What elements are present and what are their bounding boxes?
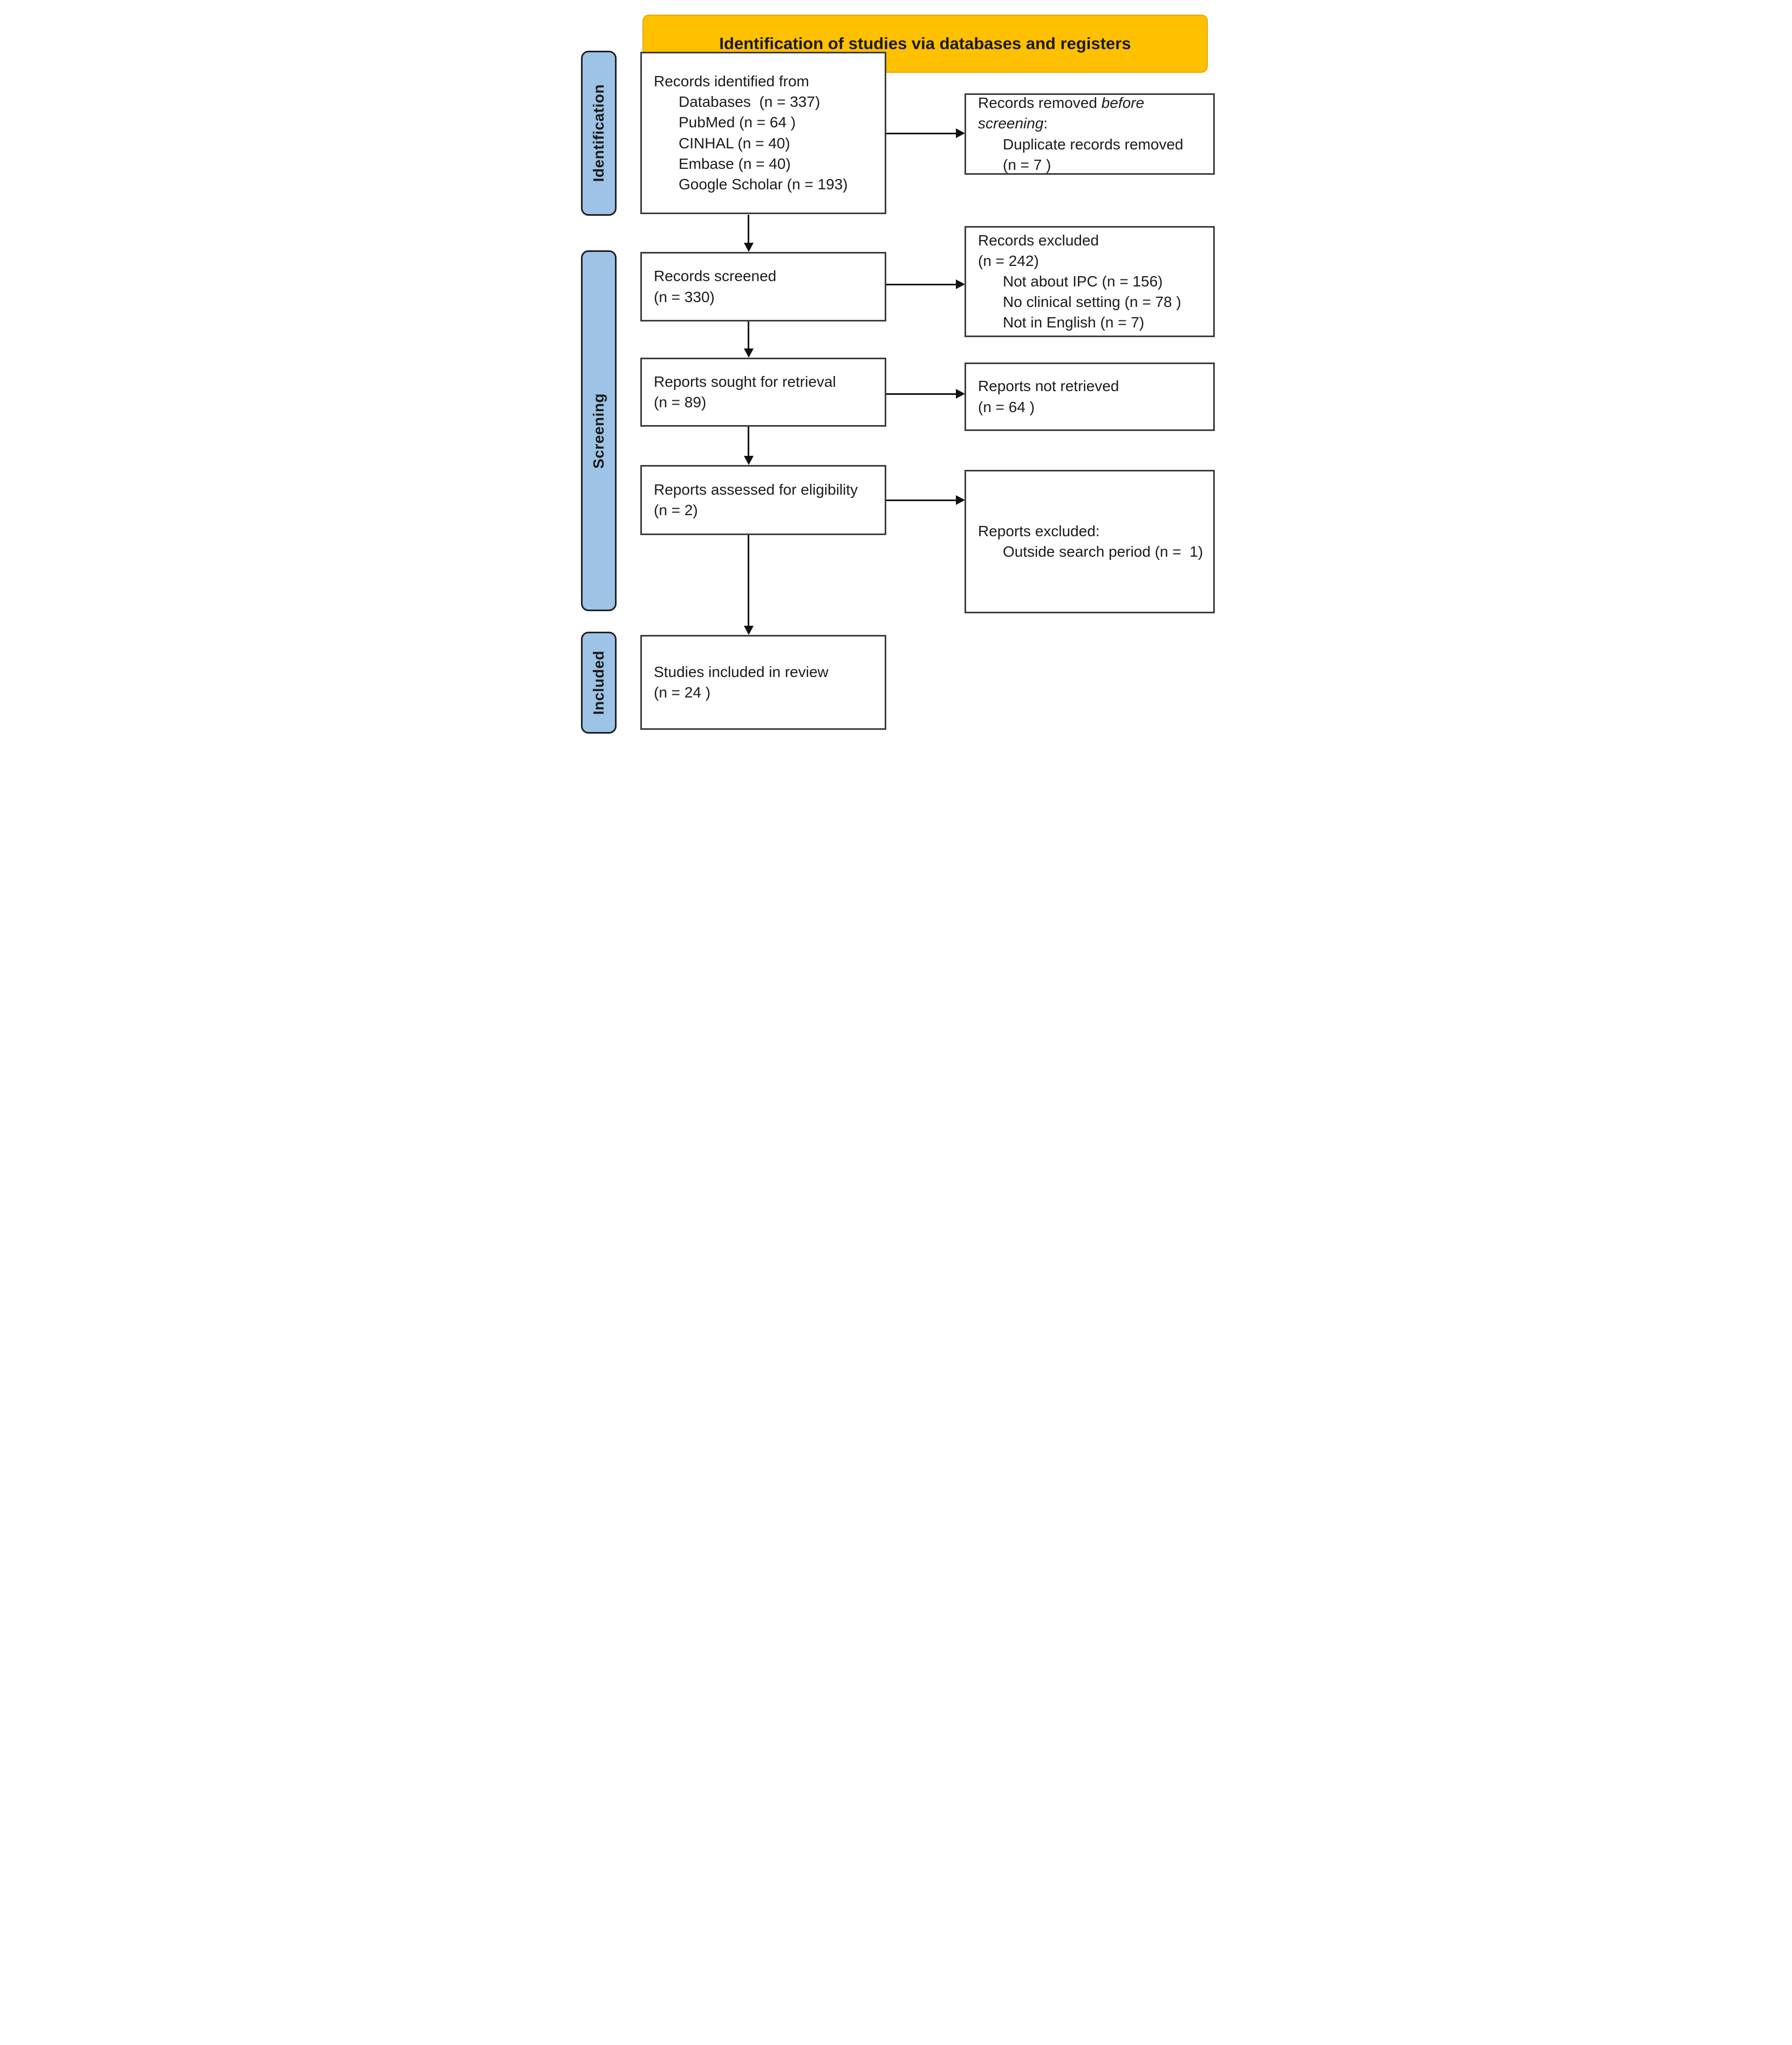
arrow-down-icon: [744, 626, 754, 635]
arrow-right-icon: [956, 389, 965, 399]
reports-not-retrieved-line: Reports not retrieved: [978, 378, 1119, 395]
records-identified-item: PubMed (n = 64 ): [679, 114, 796, 131]
records-identified-item: CINHAL (n = 40): [679, 134, 790, 152]
records-identified-heading: Records identified from: [654, 73, 809, 90]
arrow-screened-to-excluded-shaft: [886, 284, 956, 285]
records-removed-text: Records removed: [978, 94, 1102, 112]
reports-assessed-box: Reports assessed for eligibility (n = 2): [640, 465, 886, 535]
arrow-assessed-to-reports-excluded-shaft: [886, 500, 956, 501]
arrow-screened-to-sought-shaft: [748, 322, 749, 349]
studies-included-count: (n = 24 ): [654, 684, 711, 701]
arrow-right-icon: [956, 279, 965, 289]
records-removed-box: Records removed before screening: Duplic…: [965, 93, 1215, 175]
records-excluded-box: Records excluded (n = 242) Not about IPC…: [965, 226, 1215, 337]
records-removed-text: :: [1043, 115, 1048, 132]
arrow-identified-to-removed-shaft: [886, 133, 956, 134]
arrow-down-icon: [744, 456, 754, 465]
stage-label-identification: Identification: [581, 51, 617, 216]
records-identified-item: Google Scholar (n = 193): [679, 175, 848, 193]
stage-label-included: Included: [581, 632, 617, 734]
records-screened-count: (n = 330): [654, 288, 715, 305]
diagram-title: Identification of studies via databases …: [719, 34, 1131, 53]
records-removed-line1: Records removed before: [978, 94, 1207, 113]
arrow-down-icon: [744, 348, 754, 358]
stage-label-identification-text: Identification: [590, 84, 607, 182]
reports-excluded-item: Outside search period (n = 1): [1003, 543, 1203, 560]
studies-included-line: Studies included in review: [654, 663, 829, 680]
reports-not-retrieved-box: Reports not retrieved (n = 64 ): [965, 363, 1215, 431]
records-screened-line: Records screened: [654, 268, 777, 285]
records-identified-box: Records identified from Databases (n = 3…: [640, 52, 886, 214]
arrow-assessed-to-included-shaft: [748, 535, 749, 626]
records-removed-italic: before: [1101, 94, 1145, 112]
stage-label-screening: Screening: [581, 250, 617, 611]
records-excluded-line: Records excluded: [978, 231, 1099, 249]
studies-included-box: Studies included in review (n = 24 ): [640, 635, 886, 730]
reports-assessed-count: (n = 2): [654, 502, 698, 518]
arrow-sought-to-assessed-shaft: [748, 427, 749, 456]
reports-assessed-line: Reports assessed for eligibility: [654, 481, 858, 498]
reports-not-retrieved-count: (n = 64 ): [978, 398, 1035, 415]
records-excluded-item: No clinical setting (n = 78 ): [1003, 293, 1181, 311]
arrow-identified-to-screened-shaft: [748, 215, 749, 243]
arrow-right-icon: [956, 128, 965, 138]
reports-sought-count: (n = 89): [654, 394, 707, 411]
reports-sought-line: Reports sought for retrieval: [654, 373, 836, 390]
records-removed-line2: screening:: [978, 113, 1207, 134]
stage-label-screening-text: Screening: [590, 393, 607, 469]
records-removed-italic: screening: [978, 115, 1044, 132]
records-excluded-count: (n = 242): [978, 252, 1039, 269]
arrow-sought-to-not-retrieved-shaft: [886, 393, 956, 395]
arrow-right-icon: [956, 495, 965, 505]
reports-excluded-line: Reports excluded:: [978, 522, 1100, 539]
arrow-down-icon: [744, 243, 754, 252]
records-excluded-item: Not about IPC (n = 156): [1003, 272, 1163, 290]
records-excluded-item: Not in English (n = 7): [1003, 314, 1145, 331]
records-removed-count: (n = 7 ): [1003, 156, 1051, 173]
stage-label-included-text: Included: [590, 650, 607, 715]
prisma-flow-diagram: Identification of studies via databases …: [572, 0, 1220, 738]
records-screened-box: Records screened (n = 330): [640, 252, 886, 322]
reports-excluded-box: Reports excluded: Outside search period …: [965, 470, 1215, 613]
records-identified-item: Databases (n = 337): [679, 93, 820, 111]
reports-sought-box: Reports sought for retrieval (n = 89): [640, 358, 886, 427]
records-removed-item: Duplicate records removed: [1003, 135, 1184, 153]
records-identified-item: Embase (n = 40): [679, 155, 791, 172]
